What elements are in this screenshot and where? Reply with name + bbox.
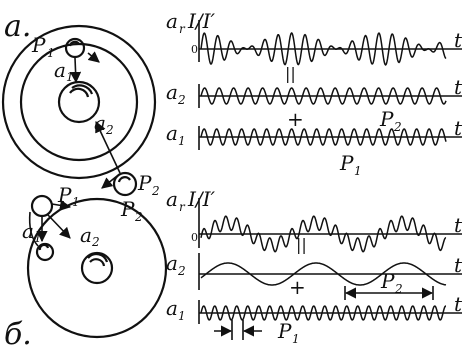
panel-a-row-1-label: a — [166, 121, 178, 145]
panel-a-row-2-period-sub: 2 — [393, 120, 402, 134]
panel-a-row-1-t: t — [454, 116, 463, 140]
panel-a-row-1-period-sub: 1 — [354, 164, 362, 178]
panel-b-row-r-t: t — [454, 213, 463, 237]
panel-a-accel2-arrow — [95, 120, 121, 174]
panel-b-row-1-period: P — [277, 319, 292, 343]
panel-b-row-r-wave — [200, 215, 447, 253]
panel-b-orbit — [26, 197, 168, 339]
panel-b-satellite — [35, 242, 55, 262]
panel-b-row-r-title: I/I′ — [187, 187, 216, 211]
panel-b-row-2-wave — [200, 262, 447, 286]
panel-a-orbits: a. P 1 a 1 a 2 P 2 — [1, 9, 160, 198]
panel-a-outer-orbit — [1, 24, 157, 180]
panel-a-planet1-label: P — [31, 33, 46, 57]
panel-a-star-shade — [69, 87, 90, 98]
panel-a-p1-velocity — [87, 51, 100, 63]
panel-a-row-2-period: P — [379, 107, 394, 131]
panel-b-accel1-sub: 1 — [34, 231, 42, 245]
panel-a-row-1-period: P — [339, 151, 354, 175]
panel-b-planet2-sub: 2 — [134, 210, 143, 224]
panel-a-accel1-arrow — [69, 57, 82, 84]
panel-b-row-1-period-sub: 1 — [292, 332, 300, 346]
panel-b-star-shade2 — [87, 253, 109, 263]
panel-b-satellite-shade — [38, 243, 50, 251]
panel-a-planet2-shade — [117, 176, 131, 183]
panel-b-row-1-label: a — [166, 296, 178, 320]
panel-b-row-r-zero: 0 — [191, 231, 198, 244]
panel-b-star-shade — [89, 258, 106, 267]
panel-b-planet1-label: P — [57, 183, 72, 207]
panel-a-p2-velocity — [101, 175, 118, 189]
panel-b-accel2-arrow — [47, 214, 71, 239]
panel-a-row-r-sub: r — [179, 22, 186, 36]
panel-b-orbits: б. P 1 P 2 a 1 a 2 — [4, 183, 168, 349]
panel-a-accel1-label: a — [54, 58, 66, 82]
panel-a-letter: a. — [4, 9, 31, 44]
panel-b-waves: a r I/I′ 0 t || a 2 t + P 2 a 1 t P — [166, 187, 463, 346]
panel-a-row-2-wave — [200, 87, 447, 105]
panel-a-accel2-sub: 2 — [105, 123, 114, 137]
panel-a-accel2-label: a — [94, 111, 106, 135]
panel-b-row-2-period: P — [380, 269, 395, 293]
panel-b-planet2-label: P — [120, 197, 135, 221]
panel-a-row-r-t: t — [454, 28, 463, 52]
panel-b-p1-velocity — [51, 199, 72, 211]
panel-b-row-2-sub: 2 — [177, 264, 186, 278]
panel-b-equals: || — [296, 235, 307, 254]
panel-b-planet1-sub: 1 — [72, 195, 80, 209]
panel-a-planet1-shade — [68, 40, 80, 47]
panel-b-accel2-sub: 2 — [91, 235, 100, 249]
panel-b-satellite-orbit-arc — [28, 211, 39, 247]
panel-a-accel1-sub: 1 — [66, 70, 74, 84]
panel-b-row-2-label: a — [166, 251, 178, 275]
panel-b-row-2-t: t — [454, 253, 463, 277]
panel-a-row-1-sub: 1 — [178, 134, 186, 148]
panel-a-equals: || — [285, 64, 296, 83]
panel-a-row-r-wave — [200, 32, 447, 66]
panel-b-row-1-sub: 1 — [178, 309, 186, 323]
panel-a-row-r-title: I/I′ — [187, 9, 216, 33]
panel-a-planet2-label: P — [137, 171, 152, 195]
panel-a-row-2-t: t — [454, 75, 463, 99]
panel-a-row-r-label: a — [166, 9, 178, 33]
panel-a-row-2-sub: 2 — [177, 93, 186, 107]
panel-b-row-1-t: t — [454, 292, 463, 316]
panel-a-star-shade2 — [71, 84, 94, 95]
panel-a-row-1-wave — [200, 128, 447, 146]
panel-b-row-2-period-sub: 2 — [394, 282, 403, 296]
panel-b-star — [80, 251, 114, 285]
panel-a-planet1 — [64, 37, 86, 59]
panel-b-row-1-wave — [200, 305, 447, 321]
panel-a-plus: + — [287, 107, 304, 131]
panel-a-row-2-label: a — [166, 80, 178, 104]
panel-a-row-r-zero: 0 — [191, 43, 198, 56]
panel-b-accel1-label: a — [22, 219, 34, 243]
panel-a-waves: a r I/I′ 0 t || a 2 t + P 2 a 1 t P 1 — [166, 9, 463, 178]
panel-b-row-r-label: a — [166, 187, 178, 211]
panel-b-plus: + — [289, 275, 306, 299]
panel-a-inner-orbit — [19, 42, 139, 162]
panel-a-planet1-sub: 1 — [47, 46, 55, 60]
panel-a-planet2 — [112, 171, 138, 197]
panel-b-accel2-label: a — [80, 223, 92, 247]
panel-b-letter: б. — [4, 317, 32, 349]
panel-a-planet2-sub: 2 — [151, 184, 160, 198]
panel-b-row-r-sub: r — [179, 200, 186, 214]
panel-b-planet1 — [30, 194, 54, 218]
